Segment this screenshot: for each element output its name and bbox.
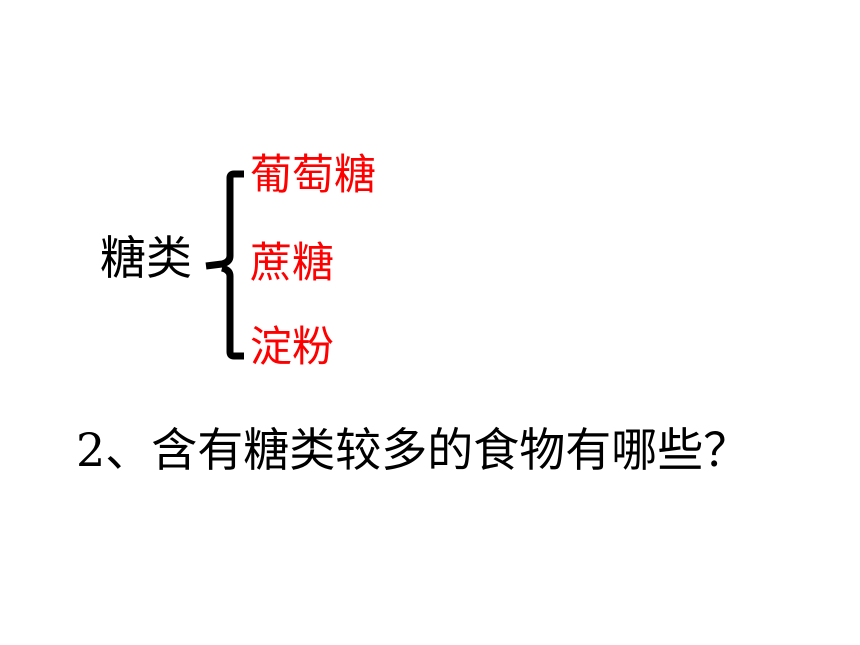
question-text: 2、含有糖类较多的食物有哪些？ — [76, 423, 750, 477]
category-label: 糖类 — [100, 231, 192, 285]
brace — [205, 170, 244, 360]
item-glucose: 葡萄糖 — [250, 150, 377, 199]
item-sucrose: 蔗糖 — [250, 238, 335, 287]
item-starch: 淀粉 — [250, 322, 335, 371]
